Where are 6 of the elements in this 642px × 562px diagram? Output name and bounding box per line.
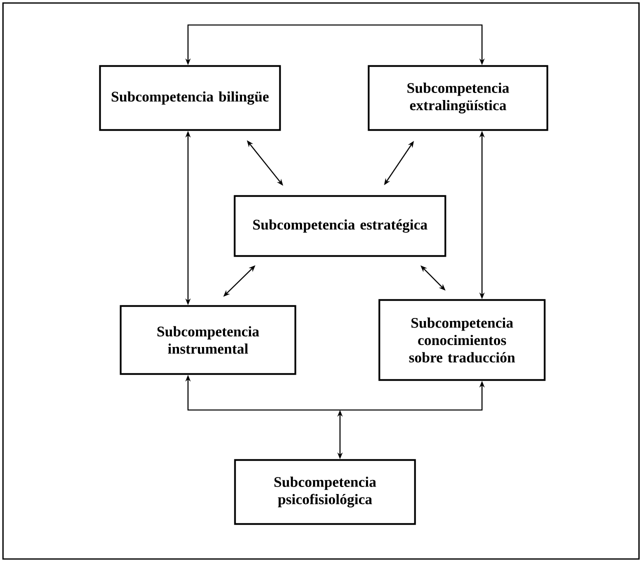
competence-box: Subcompetencia estratégica [234,195,446,257]
competence-box: Subcompetencia extralingüística [368,65,548,131]
competence-box: Subcompetencia instrumental [120,305,296,375]
competence-box: Subcompetencia conocimientos sobre traducción [378,299,546,381]
competence-box: Subcompetencia bilingüe [99,65,281,131]
competence-box: Subcompetencia psicofisiológica [234,459,416,525]
